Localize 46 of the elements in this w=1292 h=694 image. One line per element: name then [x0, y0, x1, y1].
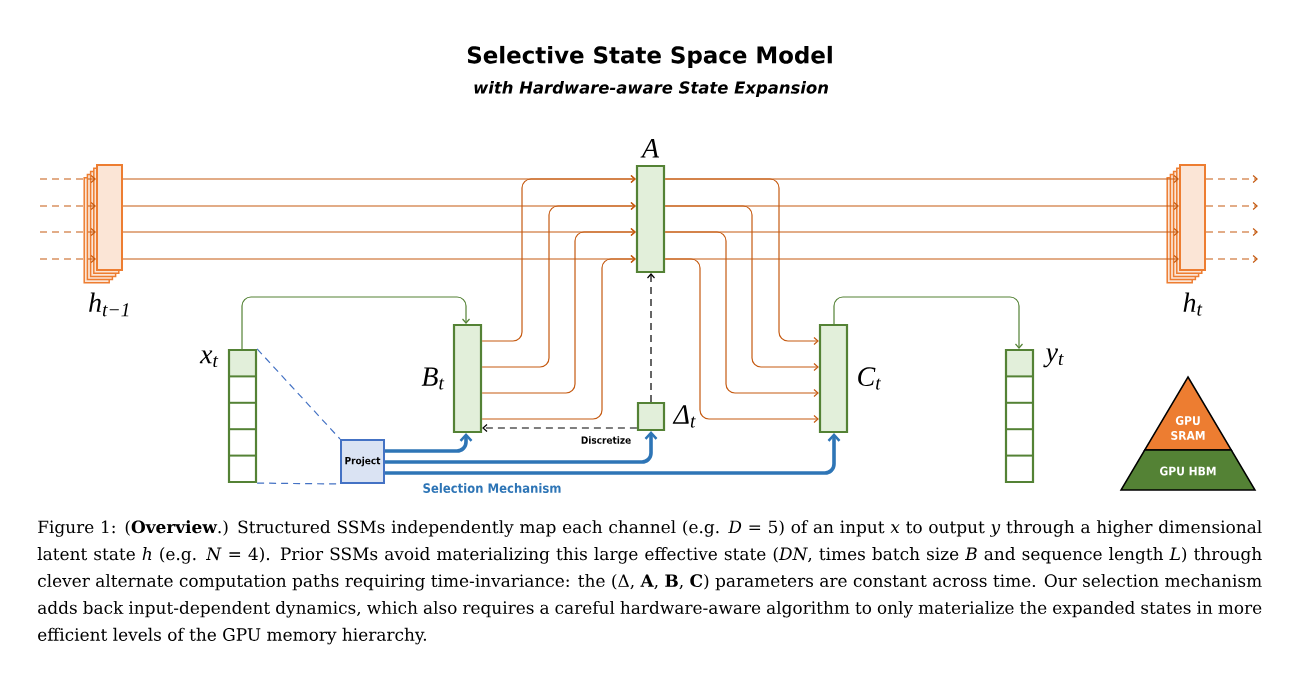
node-label: B$_{t}$: [421, 367, 445, 390]
arrow: [385, 431, 658, 464]
arrow: [664, 178, 819, 346]
arrow: [39, 174, 96, 184]
node-label: h$_{t}$: [1183, 292, 1203, 316]
matrix-bar: B$_{t}$: [421, 323, 483, 434]
arrow: [481, 174, 636, 342]
state-stack: h$_{t}$: [1166, 164, 1206, 316]
arrow: [664, 258, 819, 424]
arrow: [385, 433, 473, 453]
vector-column: y$_{t}$: [1004, 348, 1064, 484]
state-stack: h$_{t−1}$: [83, 164, 129, 317]
arrow: [1205, 227, 1258, 237]
arrow: [39, 254, 96, 264]
arrow: [1205, 254, 1258, 264]
edge-label: Discretize: [579, 435, 633, 445]
node-label: Δ$_{t}$: [672, 405, 696, 428]
arrow: [241, 296, 471, 350]
node-label: x$_{t}$: [199, 350, 219, 368]
node-label: h$_{t−1}$: [89, 292, 129, 317]
arrow: [39, 227, 96, 237]
arrow: [39, 201, 96, 211]
matrix-bar: Δ$_{t}$: [636, 401, 696, 432]
title: Selective State Space Model: [467, 45, 832, 69]
subtitle: with Hardware-aware State Expansion: [474, 81, 828, 97]
vector-column: x$_{t}$: [199, 348, 258, 484]
node-label: A: [640, 138, 660, 158]
section-label: Selection Mechanism: [423, 483, 561, 493]
figure-caption: Figure 1: (Overview.) Structured SSMs independently map each channel (e.g. D = 5) of an input x to output y through a higher dimensional latent state h (e.g. N = 4). Prior SSMs avoid materializing this large effective state (DN, times batch size B and sequence length L) through clever alternate computation paths requiring time-invariance: the (Δ, A, B, C) parameters are constant across time. Our selection mechanism adds back input-dependent dynamics, which also requires a careful hardware-aware algorithm to only materialize the expanded states in more efficient levels of the GPU memory hierarchy.: [37, 520, 1262, 645]
arrow: [481, 201, 636, 368]
arrow: [833, 296, 1024, 349]
arrow: [664, 231, 819, 398]
arrow: [385, 433, 841, 475]
arrow: [481, 254, 636, 420]
arrow: [1205, 174, 1258, 184]
arrow: [646, 273, 656, 403]
process-box: Project: [340, 439, 385, 484]
arrow: [482, 423, 638, 433]
node-label: y$_{t}$: [1043, 348, 1064, 368]
arrow: [664, 205, 819, 372]
arrow: [481, 227, 636, 394]
connector-line: [256, 348, 341, 440]
node-label: C$_{t}$: [858, 367, 882, 390]
matrix-bar: C$_{t}$: [818, 323, 882, 434]
arrow: [1205, 201, 1258, 211]
matrix-bar: A: [635, 138, 666, 274]
